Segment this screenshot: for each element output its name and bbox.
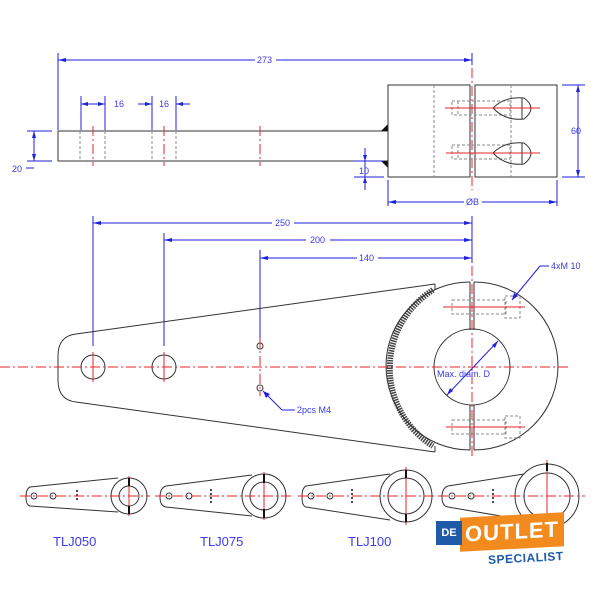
model-label-tlj075: TLJ075 [200,534,243,549]
variant-largest [438,460,585,530]
variant-tlj075 [155,472,292,520]
front-view: 250 200 140 4xM [0,216,581,458]
logo-outlet: OUTLET [460,512,564,552]
model-label-tlj100: TLJ100 [348,534,391,549]
brand-logo: OUTLET DE SPECIALIST [436,512,576,575]
variant-tlj050 [20,476,150,516]
dim-hole-spacing-2: 16 [159,99,169,109]
dim-200: 200 [310,235,325,245]
dim-hole-spacing-1: 16 [114,99,124,109]
dim-bore-diameter: ØB [466,197,479,207]
hole-note: 2pcs M4 [297,405,331,415]
dim-bar-thickness: 20 [12,164,22,174]
bolt-note: 4xM 10 [551,261,581,271]
dim-overall-length: 273 [257,55,272,65]
dim-140: 140 [359,253,374,263]
bore-note: Max. diam. D [437,369,491,379]
dim-250: 250 [275,218,290,228]
logo-specialist: SPECIALIST [487,549,565,567]
model-label-tlj050: TLJ050 [53,534,96,549]
top-view: 273 16 16 20 [12,53,585,207]
logo-de: DE [436,521,462,545]
dim-weld-offset: 10 [359,166,369,176]
dim-clamp-height: 60 [571,126,581,136]
variant-tlj100 [298,467,436,525]
